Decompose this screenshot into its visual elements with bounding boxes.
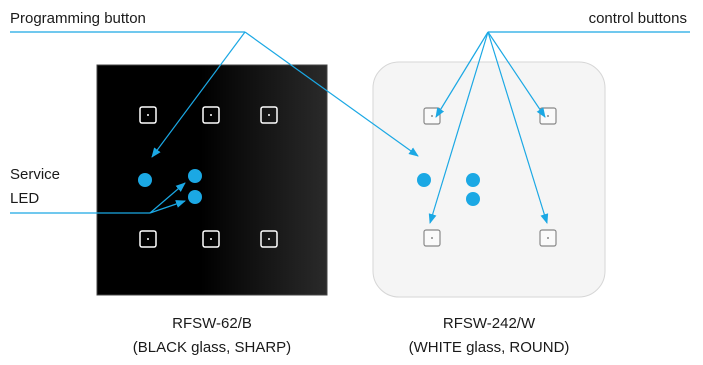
service-led bbox=[188, 190, 202, 204]
service-led-label-line2: LED bbox=[10, 190, 40, 207]
control-button[interactable] bbox=[202, 106, 220, 124]
arrow-to-black-programming-button bbox=[151, 31, 246, 158]
control-button[interactable] bbox=[260, 230, 278, 248]
programming-button[interactable] bbox=[417, 173, 431, 187]
white-device-variant: (WHITE glass, ROUND) bbox=[408, 339, 570, 356]
white-glass-panel bbox=[372, 61, 606, 298]
arrow-to-control-button bbox=[487, 31, 546, 118]
control-button[interactable] bbox=[139, 230, 157, 248]
leader-lines bbox=[10, 31, 690, 224]
control-button[interactable] bbox=[202, 230, 220, 248]
arrow-to-control-button bbox=[428, 31, 489, 224]
control-button[interactable] bbox=[260, 106, 278, 124]
arrow-to-service-led bbox=[149, 182, 186, 214]
service-led bbox=[466, 173, 480, 187]
service-led bbox=[188, 169, 202, 183]
white-device-caption: RFSW-242/W (WHITE glass, ROUND) bbox=[389, 312, 589, 360]
black-glass-panel bbox=[96, 64, 328, 296]
service-led-label-line1: Service bbox=[10, 166, 61, 183]
black-device-caption: RFSW-62/B (BLACK glass, SHARP) bbox=[112, 312, 312, 360]
control-buttons-label: control buttons bbox=[588, 10, 687, 27]
arrow-to-control-button bbox=[435, 31, 489, 118]
black-device-model: RFSW-62/B bbox=[172, 315, 252, 332]
service-led bbox=[466, 192, 480, 206]
programming-button-label: Programming button bbox=[10, 10, 146, 27]
arrow-to-service-led bbox=[149, 200, 186, 214]
control-button[interactable] bbox=[139, 106, 157, 124]
arrow-to-control-button bbox=[487, 31, 549, 224]
arrow-to-white-programming-button bbox=[244, 31, 419, 157]
black-panel-buttons bbox=[139, 106, 278, 248]
black-device-variant: (BLACK glass, SHARP) bbox=[132, 339, 292, 356]
programming-button[interactable] bbox=[138, 173, 152, 187]
white-device-model: RFSW-242/W bbox=[442, 315, 536, 332]
